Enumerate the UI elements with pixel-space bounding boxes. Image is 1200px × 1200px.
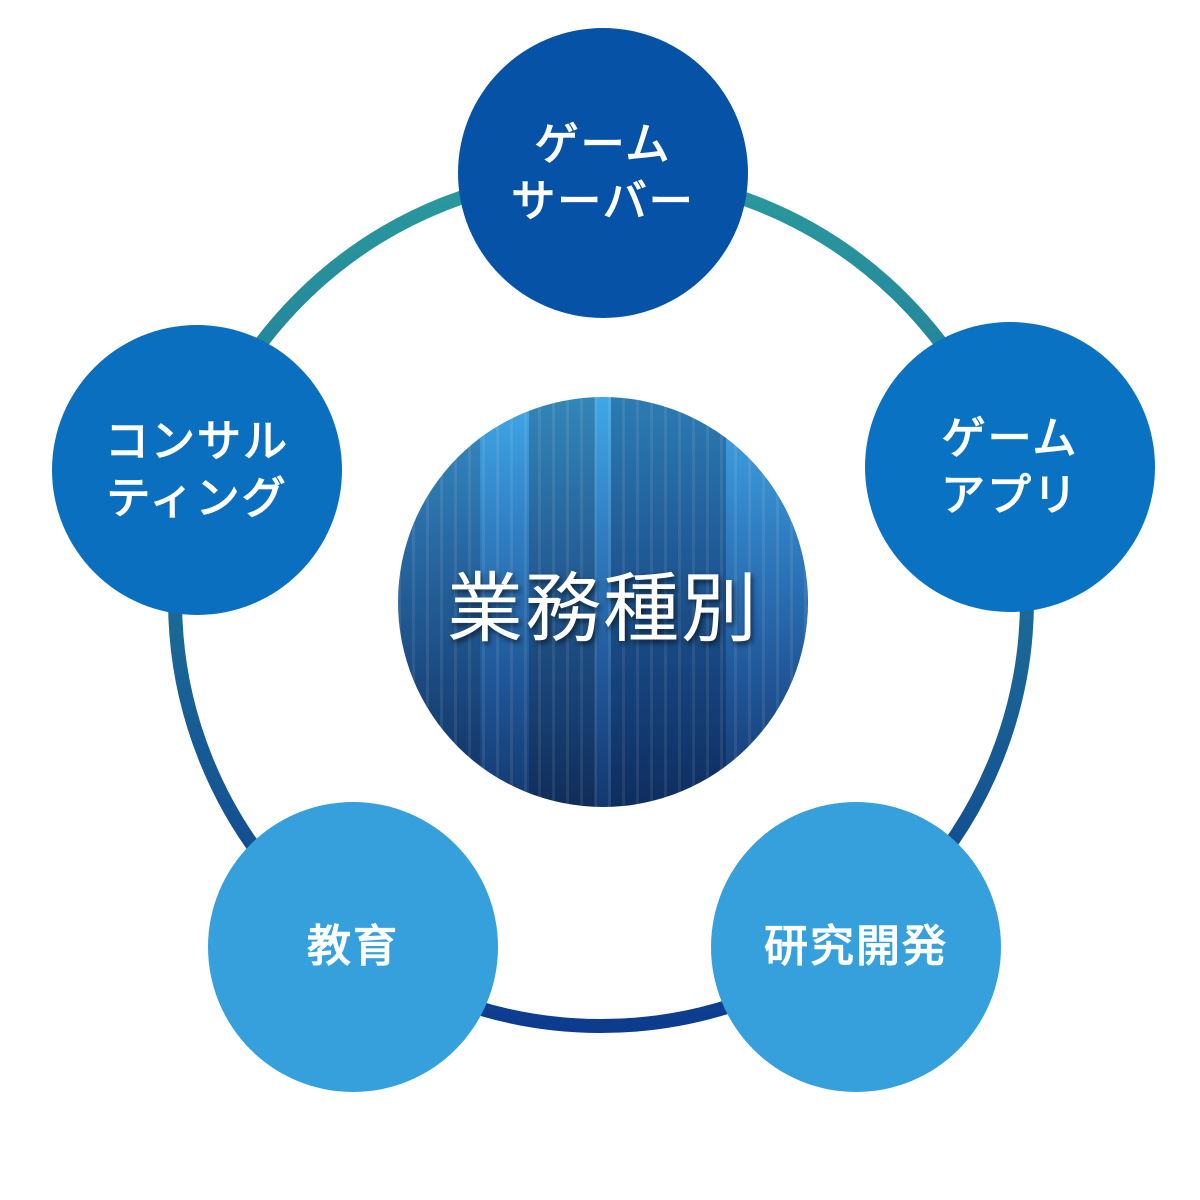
node-label: ゲーム (941, 412, 1079, 464)
node-label: 教育 (307, 921, 399, 973)
center-title: 業務種別 (447, 564, 759, 653)
node-game-app[interactable]: ゲームアプリ (865, 322, 1155, 612)
node-consulting[interactable]: コンサルティング (52, 325, 342, 615)
node-label: アプリ (941, 470, 1079, 521)
node-label: ゲーム (534, 118, 672, 170)
node-label: ティング (106, 473, 288, 524)
node-label: コンサル (105, 415, 289, 467)
center-image-circle: 業務種別 (398, 397, 808, 807)
node-research[interactable]: 研究開発 (711, 802, 1001, 1092)
node-game-server[interactable]: ゲームサーバー (458, 28, 748, 318)
node-education[interactable]: 教育 (208, 802, 498, 1092)
node-label: サーバー (511, 176, 695, 227)
node-label: 研究開発 (764, 921, 948, 973)
